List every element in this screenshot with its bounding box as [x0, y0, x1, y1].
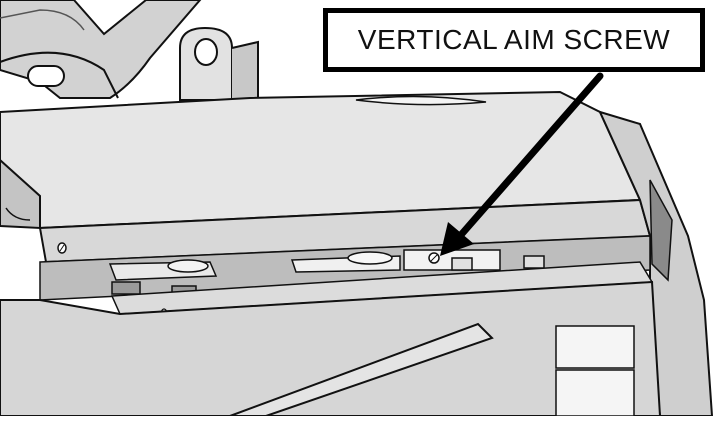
lower-body [0, 280, 662, 417]
arrowhead-icon [440, 222, 474, 256]
callout-label: VERTICAL AIM SCREW [357, 24, 671, 55]
vertical-aim-screw [403, 249, 545, 271]
tube-bracket [0, 0, 202, 99]
tab-hole [194, 38, 218, 66]
arrow-icon [456, 72, 604, 240]
slot-hole [27, 65, 65, 87]
housing [0, 90, 714, 417]
callout-box: VERTICAL AIM SCREW [323, 8, 705, 72]
callout-arrow [440, 72, 604, 256]
top-opening [355, 95, 487, 106]
mounting-tab [179, 26, 259, 101]
